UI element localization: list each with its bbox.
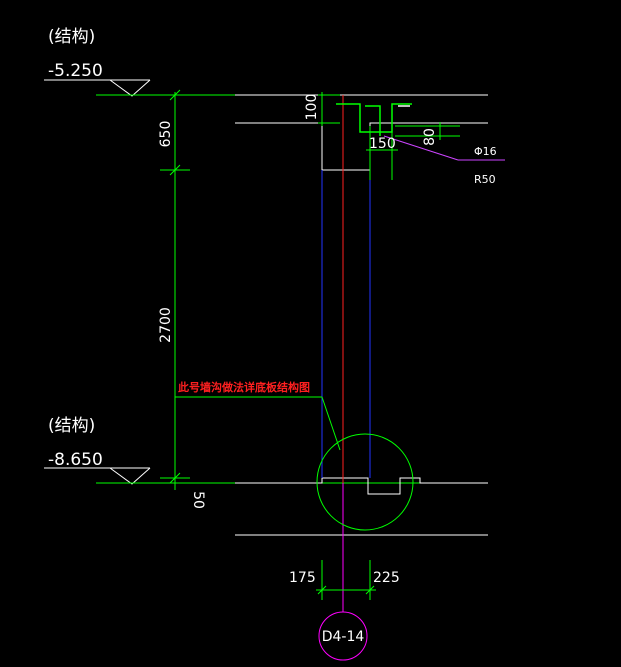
elevation-top: (结构) -5.250 [44, 27, 151, 97]
struct-label-top: (结构) [48, 27, 95, 47]
vertical-dimension-chain [160, 89, 341, 490]
elevation-value-top: -5.250 [48, 61, 103, 81]
bottom-horizontal-dims [316, 560, 376, 600]
dim-50: 50 [190, 491, 206, 509]
dim-100: 100 [304, 94, 320, 121]
dim-150: 150 [369, 136, 396, 152]
dim-650: 650 [158, 121, 174, 148]
elevation-bottom: (结构) -8.650 [44, 416, 151, 485]
rebar-hooks [336, 103, 505, 161]
dim-80: 80 [422, 128, 438, 146]
dim-2700: 2700 [158, 307, 174, 343]
top-small-dims [318, 92, 460, 180]
wall-hidden-lines [321, 170, 371, 478]
rebar-diameter-label: Φ16 [474, 145, 497, 158]
detail-circle-icon [316, 433, 414, 531]
bend-radius-label: R50 [474, 173, 496, 186]
struct-label-bottom: (结构) [48, 416, 95, 436]
dim-175: 175 [289, 570, 316, 586]
elevation-marker-icon [44, 79, 151, 97]
section-tag-icon: D4-14 [318, 611, 368, 661]
elevation-value-bottom: -8.650 [48, 450, 103, 470]
detail-note: 此号墙沟做法详底板结构图 [178, 380, 310, 394]
bottom-slab [96, 477, 488, 536]
dim-225: 225 [373, 570, 400, 586]
section-tag-label: D4-14 [322, 629, 365, 645]
elevation-marker-icon [44, 467, 151, 485]
